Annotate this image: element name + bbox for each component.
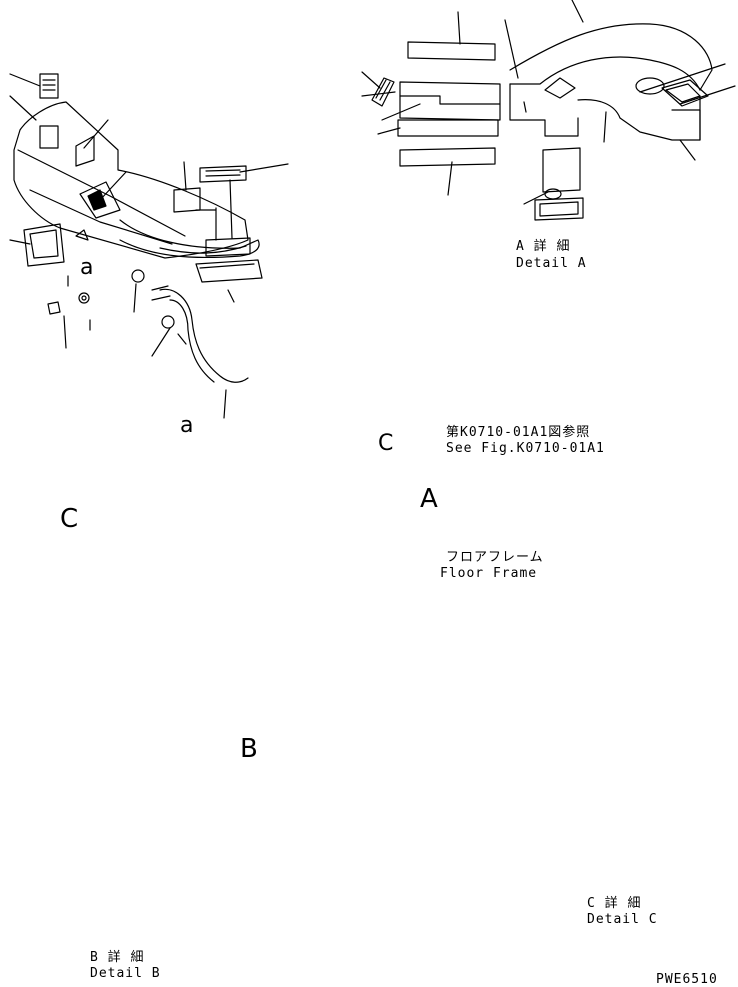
detail-a-drawing xyxy=(361,0,736,221)
drawing-number: PWE6510 xyxy=(656,972,718,987)
view-letter-B: B xyxy=(240,734,258,764)
detail-b-title-jp: B 詳 細 xyxy=(90,950,145,965)
detail-a-title-en: Detail A xyxy=(516,256,587,271)
detail-c-title-en: Detail C xyxy=(587,912,658,927)
floor-frame-label-en: Floor Frame xyxy=(440,566,538,581)
dashboard-assembly xyxy=(9,73,289,419)
view-letter-C-right: C xyxy=(378,431,394,456)
view-letter-a-upper: a xyxy=(80,255,94,280)
callout-reference-jp: 第K0710-01A1図参照 xyxy=(446,425,591,440)
view-letter-A: A xyxy=(420,484,438,514)
detail-a-title-jp: A 詳 細 xyxy=(516,239,571,254)
view-letter-C-left: C xyxy=(60,504,79,534)
detail-b-title-en: Detail B xyxy=(90,966,161,981)
detail-c-title-jp: C 詳 細 xyxy=(587,896,642,911)
callout-reference-en: See Fig.K0710-01A1 xyxy=(446,441,605,456)
floor-frame-label-jp: フロアフレーム xyxy=(446,550,544,565)
view-letter-a-lower: a xyxy=(180,413,194,438)
